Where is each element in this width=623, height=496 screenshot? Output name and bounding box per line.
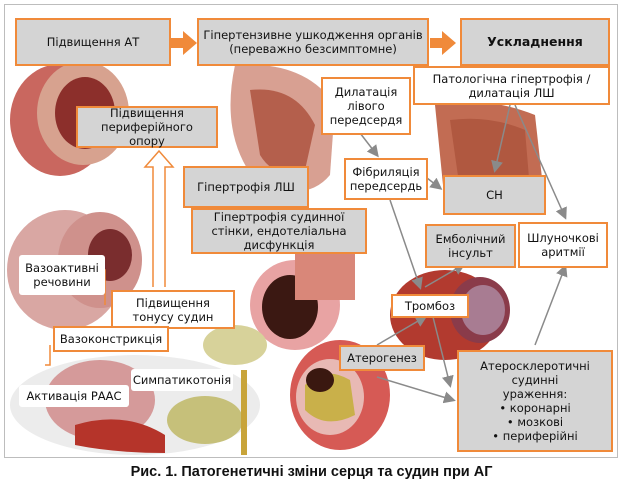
vessel-illustration-center: [250, 250, 355, 350]
node-ventricular-arrhythmias: Шлуночкові аритмії: [518, 222, 608, 268]
node-atrial-fibrillation-label: Фібриляція передсердь: [349, 165, 423, 193]
atherosclerotic-list: • коронарні • мозкові • периферійні: [492, 401, 577, 443]
arrow-af-to-hf: [426, 177, 443, 190]
label-raas-text: Активація РААС: [26, 389, 122, 403]
node-ventricular-arrhythmias-label: Шлуночкові аритмії: [527, 231, 599, 259]
node-embolic-stroke-label: Емболічний інсульт: [435, 232, 506, 260]
step-organ-damage-label: Гіпертензивне ушкодження органів (перева…: [203, 28, 423, 56]
arrow-lesions-to-arrhythmia: [534, 264, 568, 346]
list-item: • коронарні: [499, 401, 571, 415]
node-la-dilation-label: Дилатація лівого передсердя: [329, 85, 403, 127]
node-vasoconstriction: Вазоконстрикція: [53, 326, 169, 352]
step-organ-damage: Гіпертензивне ушкодження органів (перева…: [197, 18, 429, 66]
diagram-frame: Підвищення АТ Гіпертензивне ушкодження о…: [4, 4, 618, 458]
node-vasoconstriction-label: Вазоконстрикція: [59, 332, 163, 346]
arrow-atherogenesis-to-thrombosis: [376, 315, 428, 346]
arrow-af-to-thrombosis: [389, 199, 423, 290]
node-la-dilation: Дилатація лівого передсердя: [321, 77, 411, 135]
arrow-atherogenesis-to-lesions: [376, 376, 456, 404]
step-complications-label: Ускладнення: [487, 34, 583, 49]
arrow-lvh-to-hf: [491, 104, 511, 173]
label-sympathicotonia-text: Симпатикотонія: [132, 373, 232, 387]
arrow-lvh-to-arrhythmia: [514, 104, 567, 220]
figure-caption: Рис. 1. Патогенетичні зміни серця та суд…: [130, 464, 493, 480]
connector-vasoconstriction: [45, 345, 51, 366]
node-pathological-hypertrophy-label: Патологічна гіпертрофія / дилатація ЛШ: [432, 71, 591, 100]
step-raised-bp: Підвищення АТ: [15, 18, 171, 66]
orange-arrow-1: [171, 31, 197, 55]
node-atrial-fibrillation: Фібриляція передсердь: [344, 158, 428, 200]
hollow-up-arrow: [143, 149, 175, 287]
node-thrombosis-label: Тромбоз: [404, 299, 456, 313]
orange-arrow-2: [430, 31, 456, 55]
node-embolic-stroke: Емболічний інсульт: [425, 224, 516, 268]
step-complications: Ускладнення: [460, 18, 610, 66]
node-vascular-wall-label: Гіпертрофія судинної стінки, ендотеліаль…: [211, 210, 347, 252]
arrow-thrombosis-to-lesions: [432, 316, 454, 388]
heart-illustration: [230, 64, 335, 192]
arrow-la-to-af: [359, 132, 379, 158]
node-vascular-wall: Гіпертрофія судинної стінки, ендотеліаль…: [191, 208, 367, 254]
node-heart-failure-label: СН: [486, 188, 503, 202]
label-raas: Активація РААС: [19, 385, 129, 407]
node-peripheral-resistance: Підвищення периферійного опору: [76, 106, 218, 148]
node-atherogenesis-label: Атерогенез: [347, 351, 417, 365]
node-atherosclerotic-lesions: Атеросклеротичні судинні ураження: • кор…: [457, 350, 613, 452]
node-peripheral-resistance-label: Підвищення периферійного опору: [101, 106, 193, 148]
node-thrombosis: Тромбоз: [391, 294, 469, 318]
step-raised-bp-label: Підвищення АТ: [46, 35, 140, 49]
node-lvh-label: Гіпертрофія ЛШ: [197, 180, 295, 194]
list-item: • периферійні: [492, 429, 578, 443]
node-pathological-hypertrophy: Патологічна гіпертрофія / дилатація ЛШ: [413, 66, 610, 105]
label-sympathicotonia: Симпатикотонія: [131, 369, 233, 391]
arrow-thrombosis-to-stroke: [424, 263, 466, 288]
node-heart-failure: СН: [443, 175, 546, 215]
connector-arrows: [45, 31, 568, 404]
node-atherosclerotic-title: Атеросклеротичні судинні ураження:: [480, 359, 590, 401]
node-lvh: Гіпертрофія ЛШ: [183, 166, 309, 208]
label-vasoactive-text: Вазоактивні речовини: [25, 261, 99, 289]
label-vasoactive: Вазоактивні речовини: [19, 255, 105, 295]
node-vascular-tone: Підвищення тонусу судин: [111, 290, 235, 329]
spinal-cord-illustration: [167, 325, 267, 455]
node-atherogenesis: Атерогенез: [339, 345, 425, 371]
node-vascular-tone-label: Підвищення тонусу судин: [132, 295, 214, 324]
list-item: • мозкові: [506, 415, 564, 429]
